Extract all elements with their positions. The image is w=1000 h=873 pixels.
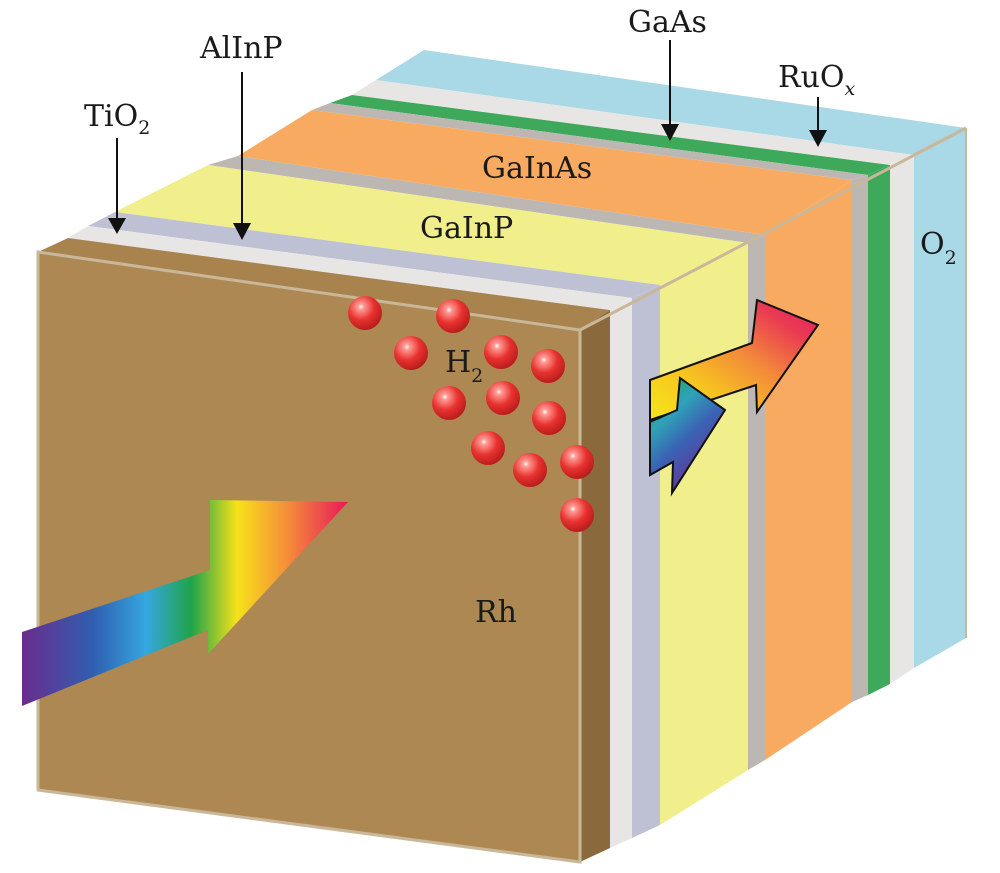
gaas-pointer-head (661, 124, 679, 141)
alinp-label: AlInP (199, 31, 283, 66)
side-o2-layer (914, 128, 966, 668)
gainp-label: GaInP (420, 211, 513, 246)
side-gaas-green-layer (868, 165, 890, 695)
h2-bubble (484, 335, 518, 369)
side-gaas-gray-layer (852, 175, 868, 702)
side-gainas-layer (765, 180, 852, 760)
right-face (579, 126, 967, 862)
top-gaas-gray-layer (312, 103, 868, 180)
side-alinp-layer (632, 285, 660, 838)
h2-bubble (436, 299, 470, 333)
gainas-label: GaInAs (482, 151, 592, 186)
alinp-pointer-head (233, 223, 251, 240)
h2-bubble (486, 381, 520, 415)
top-gainas-gray-layer (208, 156, 765, 243)
hydrogen-bubbles (348, 296, 594, 532)
side-gainp-layer (660, 243, 748, 825)
tio2-pointer-head (108, 218, 126, 234)
ruox-pointer-head (809, 130, 827, 147)
o2-label: O2 (920, 227, 957, 269)
cube-top-right-edge (579, 126, 967, 332)
pointer-arrows (108, 40, 827, 240)
h2-bubble (471, 431, 505, 465)
h2-label: H2 (445, 345, 483, 387)
h2-bubble (348, 296, 382, 330)
h2-bubble (432, 386, 466, 420)
ruox-label: RuOx (778, 60, 856, 100)
h2-bubble (513, 453, 547, 487)
gaas-label: GaAs (628, 5, 707, 40)
h2-bubble (560, 498, 594, 532)
top-gainp-layer (115, 165, 748, 285)
top-gaas-green-layer (330, 95, 890, 175)
h2-bubble (532, 401, 566, 435)
h2-bubble (531, 349, 565, 383)
top-gainas-layer (238, 110, 852, 235)
h2-bubble (394, 336, 428, 370)
top-ruox-layer (352, 80, 914, 165)
h2-bubble (560, 445, 594, 479)
tio2-label: TiO2 (84, 99, 150, 139)
side-tio2-layer (610, 298, 632, 848)
top-tio2-layer (68, 226, 632, 310)
incoming-light-arrow (22, 500, 348, 706)
transmitted-light-arrow-lower (649, 376, 727, 497)
side-rh-layer (580, 310, 610, 862)
top-alinp-layer (88, 212, 660, 298)
side-ruox-layer (890, 155, 914, 684)
rh-label: Rh (475, 595, 517, 630)
